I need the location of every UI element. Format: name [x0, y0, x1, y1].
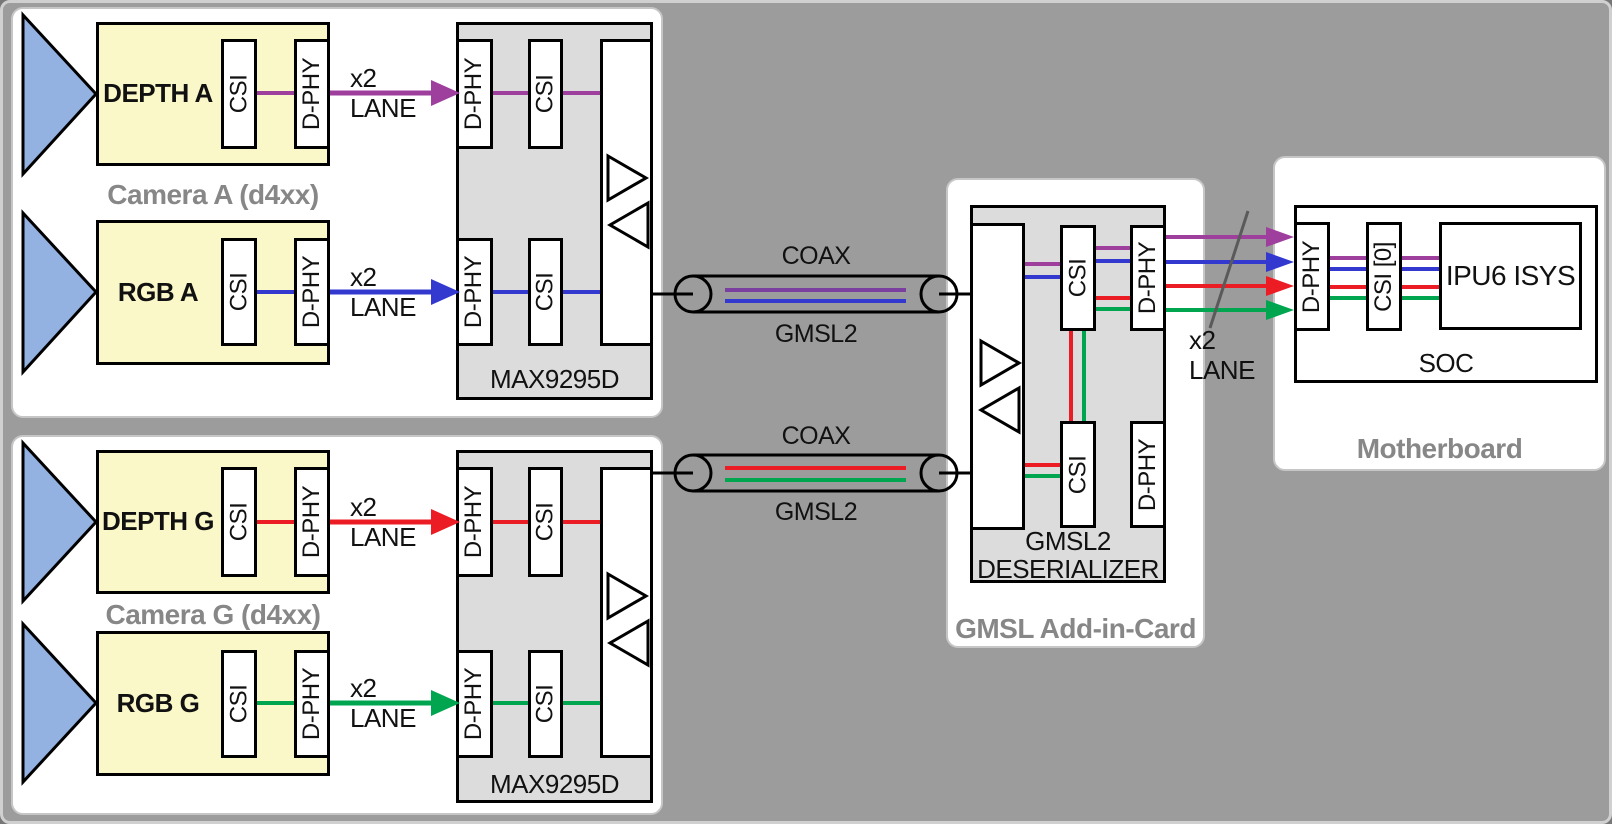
rgb-a-csi-box: CSI	[221, 238, 257, 346]
serializer-g-dphy-top-label: D-PHY	[460, 485, 488, 559]
rgb-g-dphy-box: D-PHY	[294, 650, 330, 758]
camera-a-caption: Camera A (d4xx)	[107, 179, 319, 210]
deserializer-dphy-bottom-box: D-PHY	[1130, 421, 1166, 528]
depth-g-dphy-label: D-PHY	[298, 485, 326, 559]
coax-cable-g-signals	[725, 466, 906, 482]
deserializer-name-line1: GMSL2	[1025, 526, 1111, 556]
rgb-g-label: RGB G	[116, 688, 200, 718]
deserializer-csi-top-label: CSI	[1064, 258, 1092, 298]
deserializer-dphy-top-label: D-PHY	[1134, 241, 1162, 315]
coax-a-label: COAX	[781, 242, 851, 270]
rgb-a-label: RGB A	[117, 277, 199, 307]
serializer-g-name: MAX9295D	[490, 769, 619, 799]
serializer-g-dphy-bottom-box: D-PHY	[456, 650, 493, 758]
motherboard-caption: Motherboard	[1356, 433, 1523, 464]
coax-cable-g	[653, 453, 970, 493]
serializer-a-csi-top-box: CSI	[528, 39, 563, 149]
depth-g-dphy-box: D-PHY	[294, 467, 330, 577]
soc-csi0-label: CSI [0]	[1370, 241, 1398, 312]
gmsl2-a-label: GMSL2	[774, 320, 858, 348]
serializer-a-name: MAX9295D	[490, 364, 619, 394]
soc-dphy-label: D-PHY	[1298, 240, 1326, 313]
depth-a-label: DEPTH A	[103, 78, 213, 108]
depth-g-csi-label: CSI	[225, 502, 253, 542]
depth-a-csi-box: CSI	[221, 39, 257, 149]
rgb-g-dphy-label: D-PHY	[298, 667, 326, 741]
deserializer-dphy-top-box: D-PHY	[1130, 225, 1166, 331]
soc-csi0-box: CSI [0]	[1366, 222, 1402, 331]
rgb-a-dphy-box: D-PHY	[294, 238, 330, 346]
rgb-a-csi-label: CSI	[225, 272, 253, 312]
rgb-g-csi-label: CSI	[225, 684, 253, 724]
coax-cable-a	[653, 274, 970, 314]
serializer-a-linedriver-box	[600, 39, 653, 346]
serializer-g-csi-bottom-box: CSI	[528, 650, 563, 758]
ipu6-isys-label: IPU6 ISYS	[1445, 260, 1576, 291]
serializer-g-csi-bottom-label: CSI	[531, 684, 559, 724]
gmsl2-g-label: GMSL2	[774, 498, 858, 526]
soc-label: SOC	[1418, 348, 1474, 378]
serializer-g-linedriver-box	[600, 467, 653, 758]
ipu6-isys-box: IPU6 ISYS	[1439, 222, 1582, 330]
deserializer-linedriver-box	[970, 223, 1025, 530]
serializer-a-dphy-top-box: D-PHY	[456, 39, 493, 149]
depth-g-label: DEPTH G	[101, 506, 215, 536]
serializer-a-csi-bottom-label: CSI	[531, 272, 559, 312]
serializer-g-dphy-bottom-label: D-PHY	[460, 667, 488, 741]
serializer-a-dphy-bottom-label: D-PHY	[460, 255, 488, 329]
deserializer-csi-top-box: CSI	[1060, 225, 1096, 331]
serializer-a-csi-bottom-box: CSI	[528, 238, 563, 346]
lane-slash	[1208, 210, 1250, 329]
serializer-g-csi-top-label: CSI	[531, 502, 559, 542]
serializer-a-dphy-bottom-box: D-PHY	[456, 238, 493, 346]
deserializer-csi-bottom-box: CSI	[1060, 421, 1096, 528]
depth-a-dphy-box: D-PHY	[294, 39, 330, 149]
depth-a-dphy-label: D-PHY	[298, 57, 326, 131]
depth-g-csi-box: CSI	[221, 467, 257, 577]
serializer-g-csi-top-box: CSI	[528, 467, 563, 577]
soc-dphy-box: D-PHY	[1294, 222, 1330, 331]
deserializer-dphy-bottom-label: D-PHY	[1134, 438, 1162, 511]
deserializer-csi-bottom-label: CSI	[1064, 455, 1092, 494]
deserializer-name-line2: DESERIALIZER	[977, 554, 1159, 584]
rgb-g-csi-box: CSI	[221, 650, 257, 758]
coax-cable-a-signals	[725, 288, 906, 303]
coax-g-label: COAX	[781, 422, 851, 450]
serializer-g-dphy-top-box: D-PHY	[456, 467, 493, 577]
gmsl-addin-card-caption: GMSL Add-in-Card	[955, 613, 1196, 644]
serializer-a-dphy-top-label: D-PHY	[460, 57, 488, 131]
serializer-a-csi-top-label: CSI	[531, 74, 559, 114]
camera-g-caption: Camera G (d4xx)	[105, 599, 321, 630]
rgb-a-dphy-label: D-PHY	[298, 255, 326, 329]
depth-a-csi-label: CSI	[225, 74, 253, 114]
